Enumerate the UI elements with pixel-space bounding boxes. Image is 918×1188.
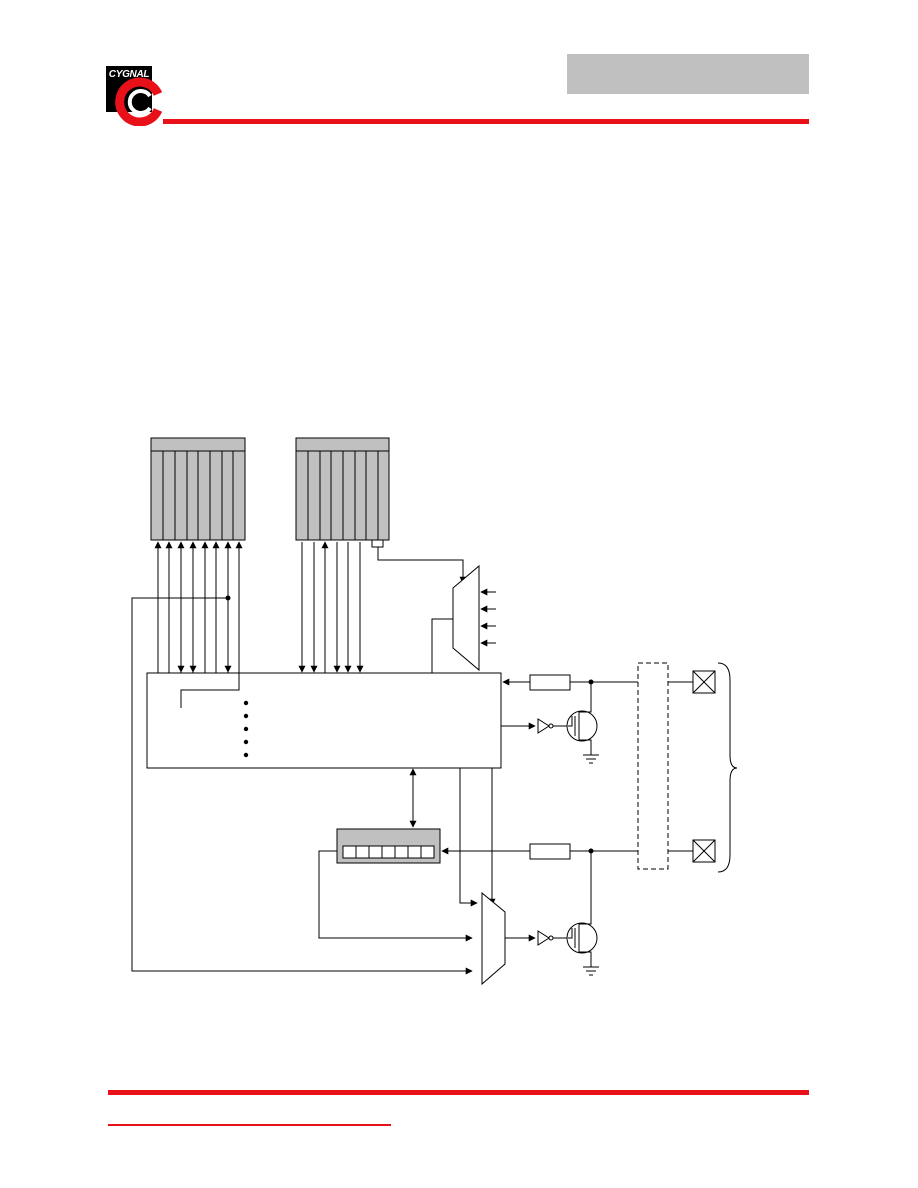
left-register-bus bbox=[154, 541, 243, 673]
register-middle bbox=[295, 437, 390, 548]
crossbar-block bbox=[146, 672, 502, 769]
footer-link-underline bbox=[108, 1124, 391, 1126]
middle-register-bus bbox=[298, 541, 364, 673]
mux-top bbox=[452, 564, 480, 672]
register-left bbox=[150, 437, 246, 541]
logo-text: CYGNAL bbox=[108, 69, 150, 80]
mux-bottom bbox=[481, 891, 506, 986]
cygnal-logo-icon bbox=[106, 66, 163, 126]
pin-bottom-icon bbox=[692, 839, 716, 863]
pin-top-icon bbox=[692, 670, 716, 694]
footer-red-rule bbox=[108, 1090, 809, 1095]
header-gray-box bbox=[567, 54, 809, 94]
brace-icon bbox=[717, 662, 738, 873]
dashed-pin-block bbox=[637, 662, 669, 870]
header-red-rule bbox=[163, 119, 809, 124]
